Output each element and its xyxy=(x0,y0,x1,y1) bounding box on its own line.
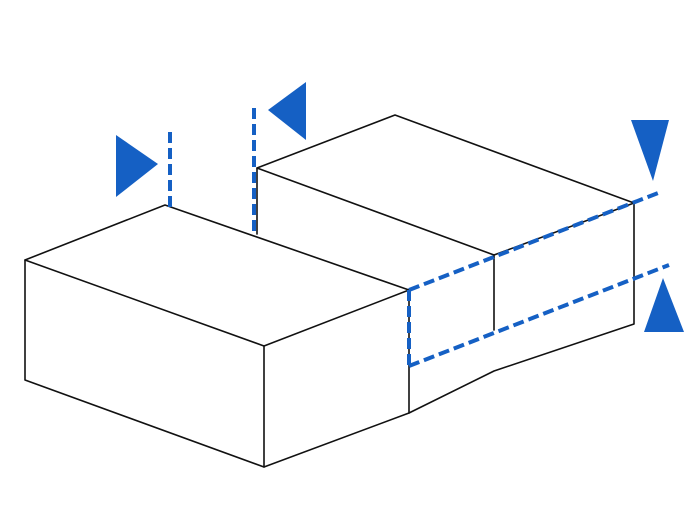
lower-block-right-face xyxy=(263,289,410,468)
section-line-upper-right xyxy=(408,191,659,292)
upper-step-top-face xyxy=(256,114,635,256)
lower-block-front-face xyxy=(24,259,265,468)
view-arrow-up-pointing xyxy=(644,278,684,332)
upper-step-right-face xyxy=(408,202,635,414)
view-arrow-right-pointing xyxy=(116,135,158,197)
section-line-lower-right xyxy=(408,263,670,368)
lower-block-top-face xyxy=(24,204,410,347)
block-outline xyxy=(24,114,635,468)
section-markers xyxy=(116,82,684,368)
view-arrow-left-pointing xyxy=(268,82,306,140)
view-arrow-down-pointing xyxy=(631,120,669,181)
